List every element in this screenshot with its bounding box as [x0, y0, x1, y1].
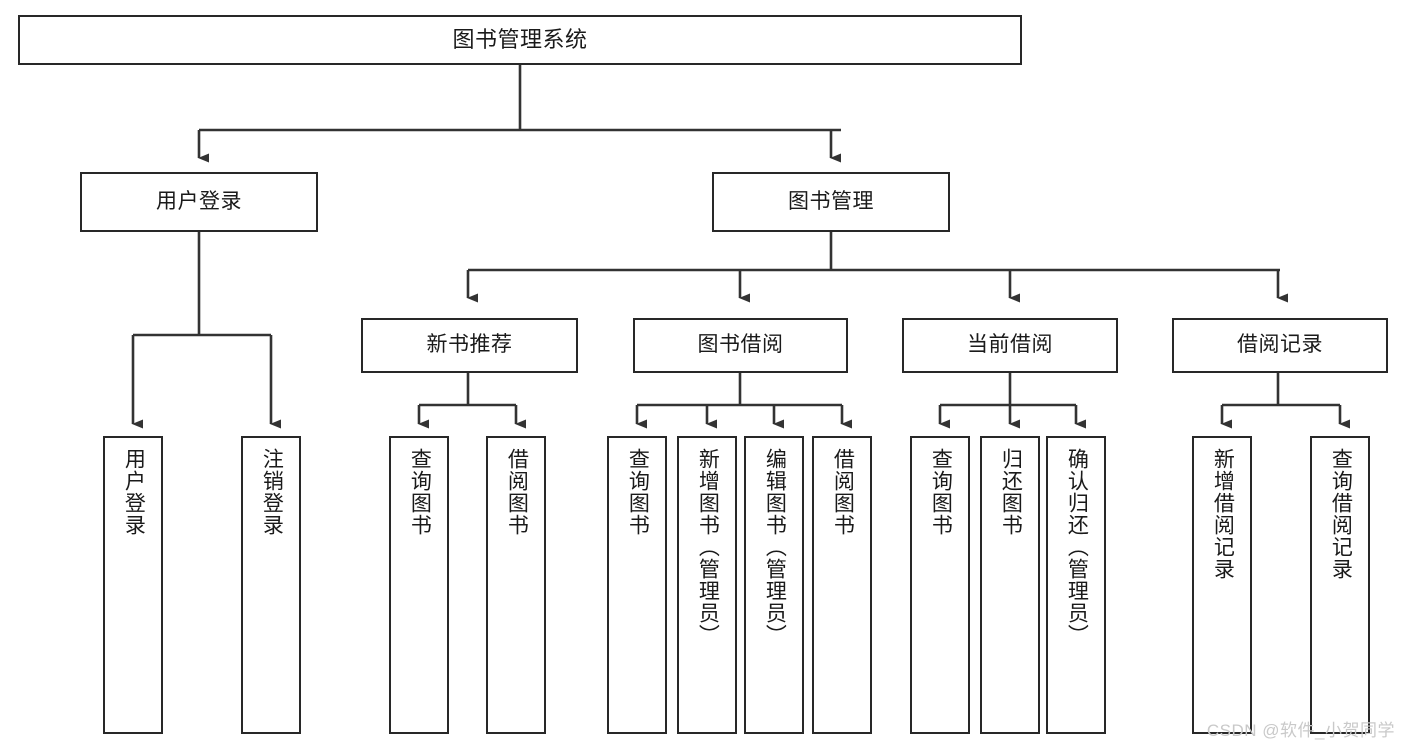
node-label: 借阅图书 — [505, 448, 529, 536]
node-current-borrow[interactable]: 当前借阅 — [902, 318, 1118, 373]
leaf-current-borrow-query[interactable]: 查询图书 — [910, 436, 970, 734]
node-label: 新书推荐 — [426, 333, 513, 357]
node-borrow-records[interactable]: 借阅记录 — [1172, 318, 1388, 373]
leaf-book-borrow-query[interactable]: 查询图书 — [607, 436, 667, 734]
node-label: 注销登录 — [260, 448, 284, 536]
leaf-book-borrow-lend[interactable]: 借阅图书 — [812, 436, 872, 734]
node-new-book-recommend[interactable]: 新书推荐 — [361, 318, 578, 373]
node-user-login[interactable]: 用户登录 — [80, 172, 318, 232]
node-label: 借阅记录 — [1237, 333, 1323, 357]
node-label: 图书借阅 — [697, 333, 784, 357]
node-label: 编辑图书（管理员） — [763, 448, 787, 646]
node-label: 查询图书 — [408, 448, 432, 536]
leaf-new-book-query[interactable]: 查询图书 — [389, 436, 449, 734]
leaf-new-book-borrow[interactable]: 借阅图书 — [486, 436, 546, 734]
node-label: 查询图书 — [626, 448, 650, 536]
node-label: 借阅图书 — [831, 448, 855, 536]
watermark: CSDN @软件_小贺同学 — [1206, 721, 1395, 740]
leaf-user-login-signout[interactable]: 注销登录 — [241, 436, 301, 734]
node-label: 确认归还（管理员） — [1065, 448, 1089, 646]
leaf-book-borrow-edit[interactable]: 编辑图书（管理员） — [744, 436, 804, 734]
leaf-current-borrow-confirm-return[interactable]: 确认归还（管理员） — [1046, 436, 1106, 734]
leaf-records-query[interactable]: 查询借阅记录 — [1310, 436, 1370, 734]
node-root-system[interactable]: 图书管理系统 — [18, 15, 1022, 65]
node-label: 用户登录 — [122, 448, 146, 536]
node-label: 图书管理系统 — [452, 27, 588, 53]
node-label: 归还图书 — [999, 448, 1023, 536]
node-label: 查询图书 — [929, 448, 953, 536]
node-label: 新增图书（管理员） — [696, 448, 720, 646]
node-label: 用户登录 — [156, 189, 242, 213]
node-book-management[interactable]: 图书管理 — [712, 172, 950, 232]
node-label: 图书管理 — [788, 189, 874, 213]
leaf-records-add[interactable]: 新增借阅记录 — [1192, 436, 1252, 734]
node-label: 查询借阅记录 — [1329, 448, 1353, 580]
leaf-book-borrow-add[interactable]: 新增图书（管理员） — [677, 436, 737, 734]
node-label: 当前借阅 — [967, 333, 1053, 357]
leaf-user-login-signin[interactable]: 用户登录 — [103, 436, 163, 734]
node-label: 新增借阅记录 — [1211, 448, 1235, 580]
leaf-current-borrow-return[interactable]: 归还图书 — [980, 436, 1040, 734]
node-book-borrow[interactable]: 图书借阅 — [633, 318, 848, 373]
